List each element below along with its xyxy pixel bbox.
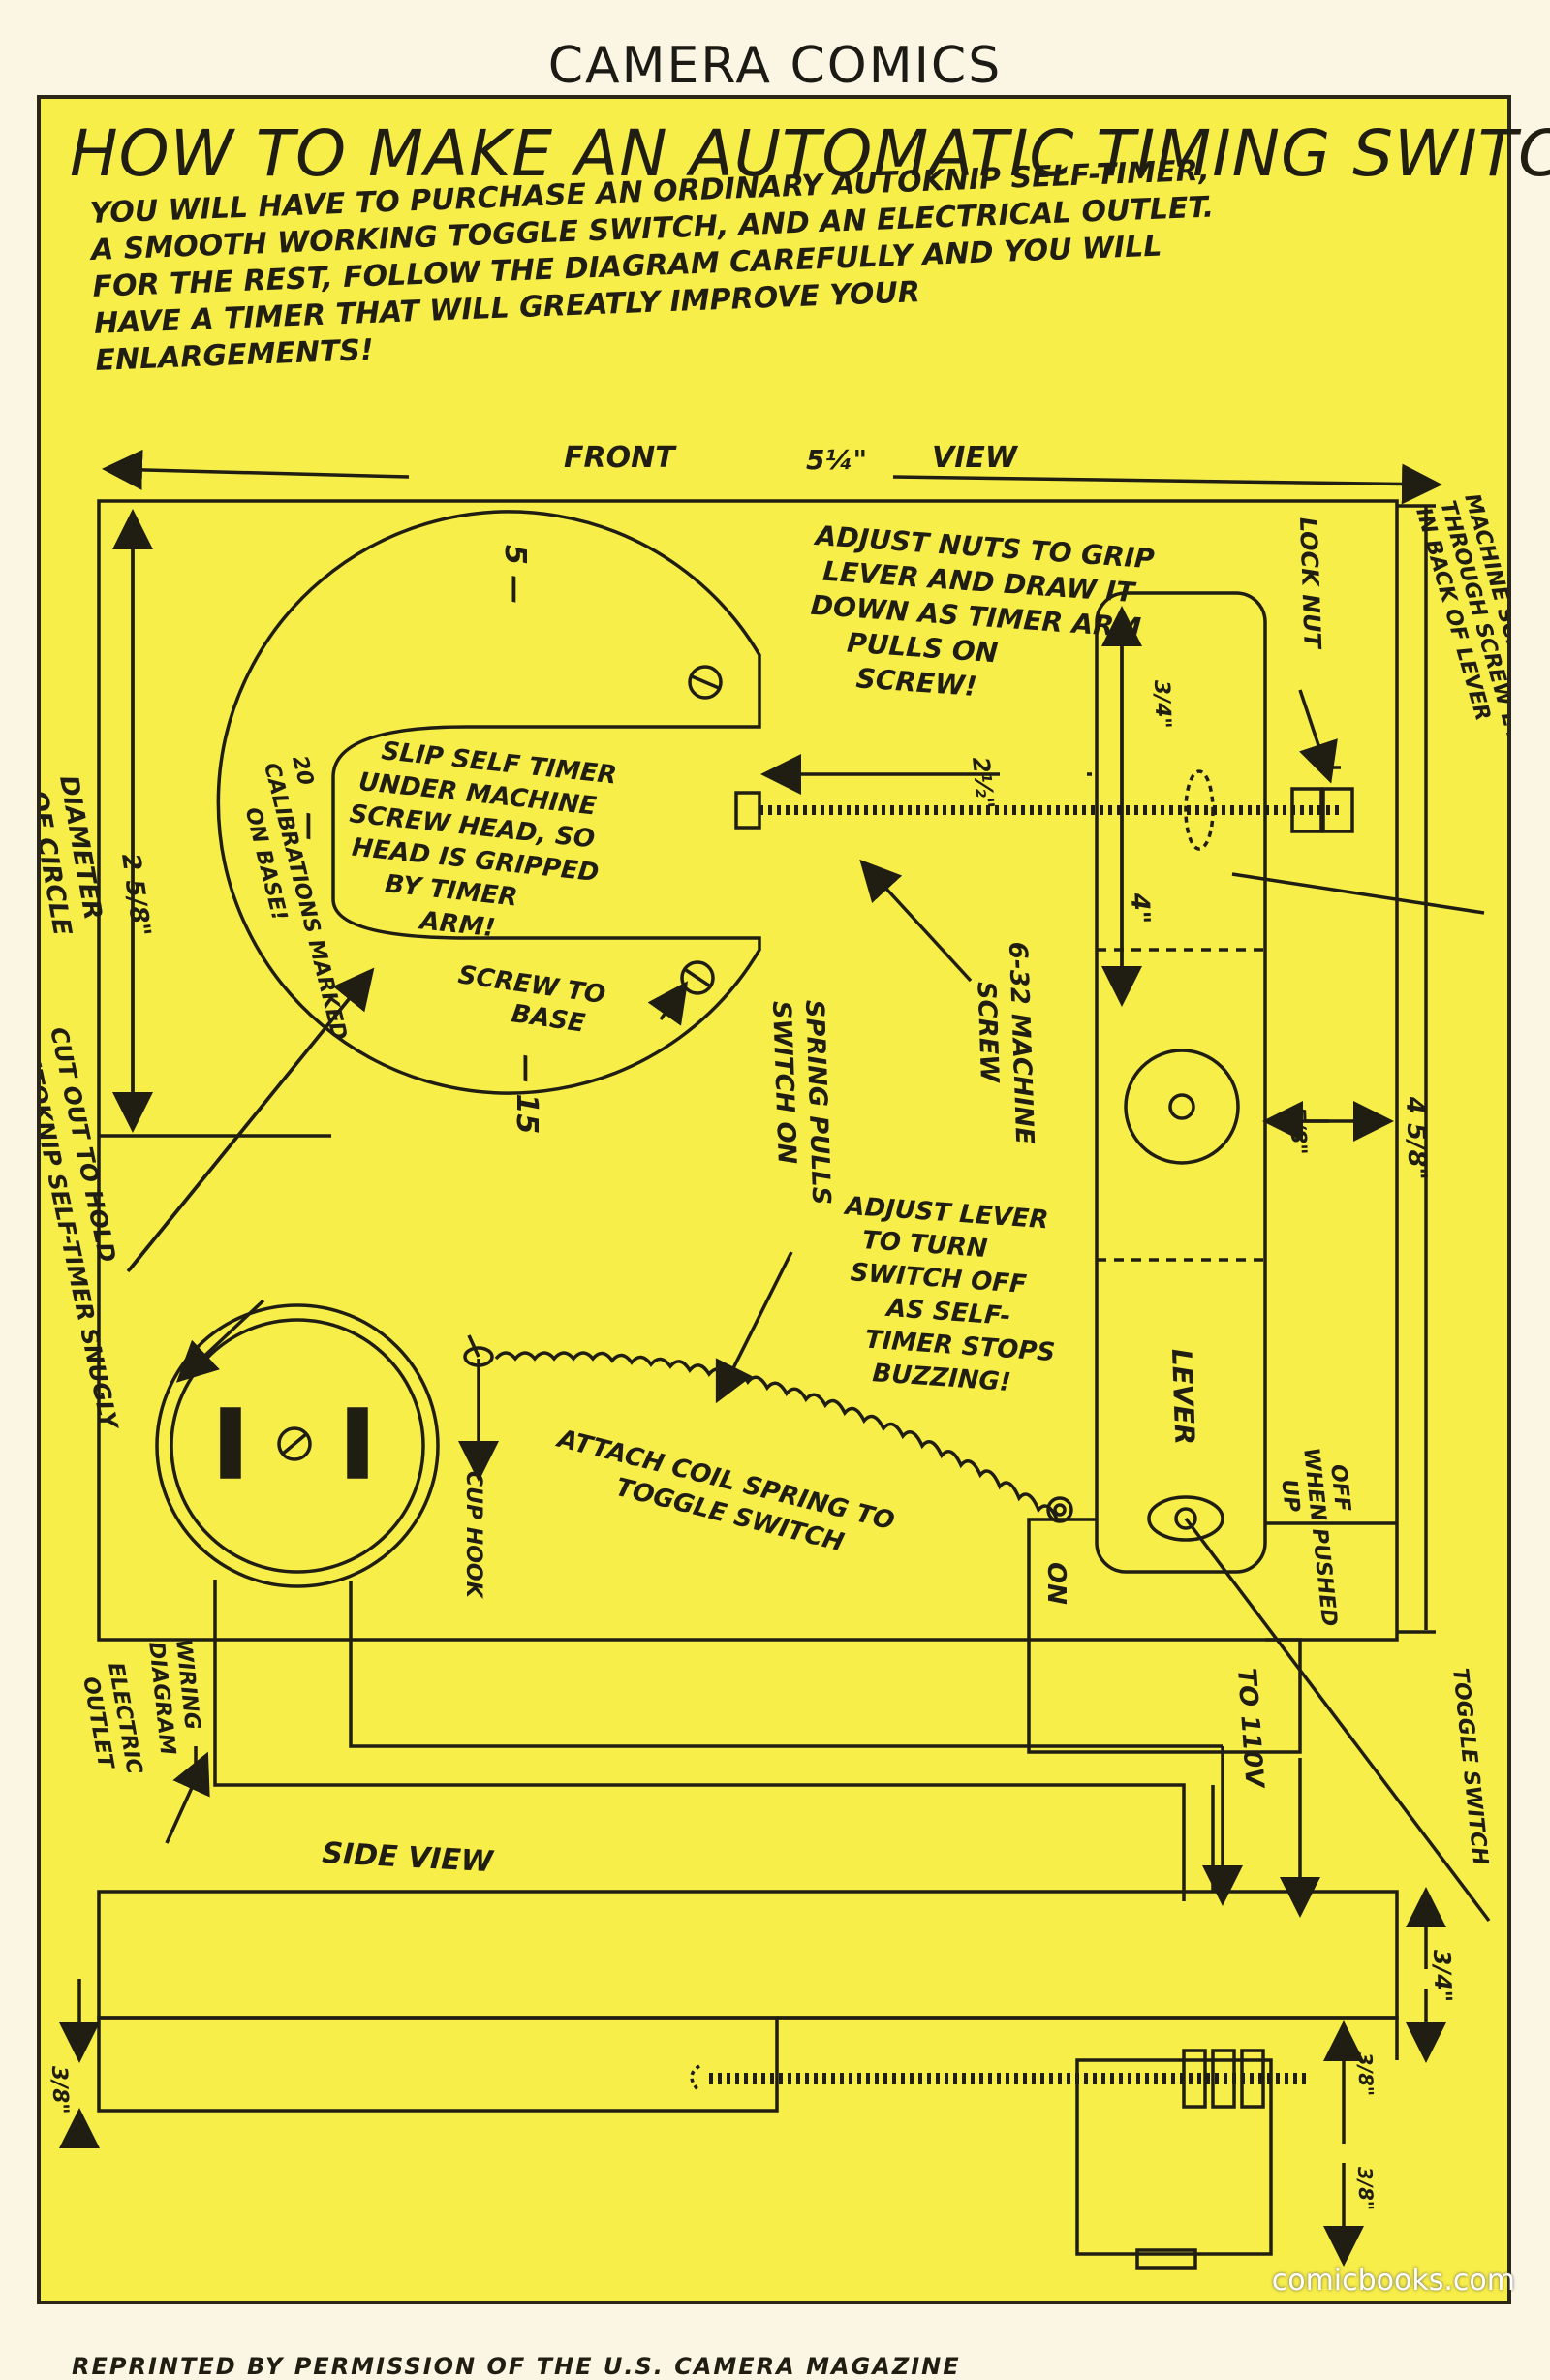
instruction-panel: HOW TO MAKE AN AUTOMATIC TIMING SWITCH Y… [37, 95, 1550, 2380]
machine-screw-head [734, 791, 761, 830]
screw-to-base-label: SCREW TO BASE [456, 960, 607, 1038]
toggle-knob [1147, 1495, 1224, 1542]
side-dim-three-quarter: 3/4" [1428, 1949, 1457, 2003]
wiring-diagram-label: WIRING DIAGRAM [143, 1638, 204, 1756]
toggle-switch-label: TOGGLE SWITCH [1447, 1667, 1492, 1866]
article-title: HOW TO MAKE AN AUTOMATIC TIMING SWITCH [70, 116, 1550, 191]
dial-mark-top: 5 — [498, 545, 532, 604]
side-dim-three-eighths: 3/8" [46, 2065, 73, 2114]
svg-text:SCREW: SCREW [971, 981, 1004, 1084]
cup-hook-label: CUP HOOK [461, 1471, 485, 1600]
front-label: FRONT [564, 441, 677, 475]
timer-circle [216, 510, 761, 1095]
view-label: VIEW [932, 441, 1019, 475]
lever-label: LEVER [1165, 1348, 1200, 1445]
front-base-board [97, 499, 1399, 1642]
lever [1095, 591, 1267, 1574]
lever-pivot [1124, 1049, 1240, 1165]
dimension-five-eighths: 5/8" [1285, 1106, 1311, 1155]
svg-text:6-32 MACHINE: 6-32 MACHINE [1003, 941, 1038, 1145]
calibrations-label: 20 CALIBRATIONS MARKED ON BASE! [240, 753, 352, 1043]
attach-coil-label: ATTACH COIL SPRING TO TOGGLE SWITCH [553, 1424, 897, 1557]
lock-nut-label: LOCK NUT [1294, 517, 1326, 650]
site-watermark: comicbooks.com [1271, 2264, 1515, 2298]
slip-timer-label: SLIP SELF TIMER UNDER MACHINE SCREW HEAD… [348, 736, 618, 943]
svg-text:SWITCH OFF: SWITCH OFF [850, 1258, 1028, 1300]
svg-text:20: 20 [287, 753, 318, 788]
svg-text:UP: UP [1276, 1478, 1303, 1513]
spring-pulls-label: SPRING PULLS SWITCH ON [766, 999, 835, 1206]
svg-text:SCREW!: SCREW! [855, 662, 978, 703]
svg-text:OFF: OFF [1325, 1463, 1354, 1513]
dimension-two-half: 2½" [967, 756, 999, 811]
adjust-lever-label: ADJUST LEVER TO TURN SWITCH OFF AS SELF-… [842, 1192, 1056, 1397]
dimension-four-lever: 4" [1125, 892, 1155, 924]
side-view-bottom-board [97, 2016, 779, 2113]
electric-outlet [155, 1303, 440, 1588]
dimension-three-quarter-lever: 3/4" [1149, 679, 1175, 729]
masthead: CAMERA COMICS [547, 37, 1003, 95]
toggle-switch-box [1027, 1518, 1302, 1754]
base-screw-top [688, 665, 723, 700]
electric-outlet-label: ELECTRIC OUTLET [78, 1661, 146, 1776]
svg-text:SWITCH ON: SWITCH ON [766, 1000, 801, 1165]
width-dimension: 5¼" [806, 444, 867, 476]
lock-nut [1290, 787, 1323, 833]
reprint-credit: REPRINTED BY PERMISSION OF THE U.S. CAME… [72, 2353, 961, 2380]
svg-text:SPRING PULLS: SPRING PULLS [799, 999, 835, 1206]
side-view-top-board [97, 1890, 1399, 2020]
coil-spring [494, 1351, 1060, 1522]
height-dimension: 4 5/8" [1400, 1095, 1432, 1180]
side-view-label: SIDE VIEW [322, 1836, 496, 1879]
to-110v-label: TO 110V [1231, 1667, 1269, 1790]
adjust-nuts-label: ADJUST NUTS TO GRIP LEVER AND DRAW IT DO… [810, 519, 1156, 703]
on-label: ON [1041, 1562, 1070, 1605]
svg-text:TO TURN: TO TURN [861, 1226, 989, 1264]
svg-text:BUZZING!: BUZZING! [872, 1359, 1012, 1397]
side-dim-small-a: 3/8" [1353, 2051, 1379, 2096]
switch-diagram: FRONT VIEW 5¼" 5 — — — 15 20 CALIBRATION… [41, 441, 1507, 2270]
diameter-dimension: 2 5/8" [115, 852, 156, 939]
off-label: OFF WHEN PUSHED UP [1276, 1447, 1354, 1628]
dial-mark-left: — [293, 812, 326, 841]
svg-text:AS SELF-: AS SELF- [884, 1294, 1011, 1331]
side-dim-small-b: 3/8" [1353, 2166, 1379, 2210]
side-lever [1075, 2058, 1273, 2256]
machine-screw-label: 6-32 MACHINE SCREW [971, 941, 1038, 1145]
base-screw-bottom [680, 960, 715, 995]
dial-mark-bottom: — 15 [510, 1054, 543, 1134]
